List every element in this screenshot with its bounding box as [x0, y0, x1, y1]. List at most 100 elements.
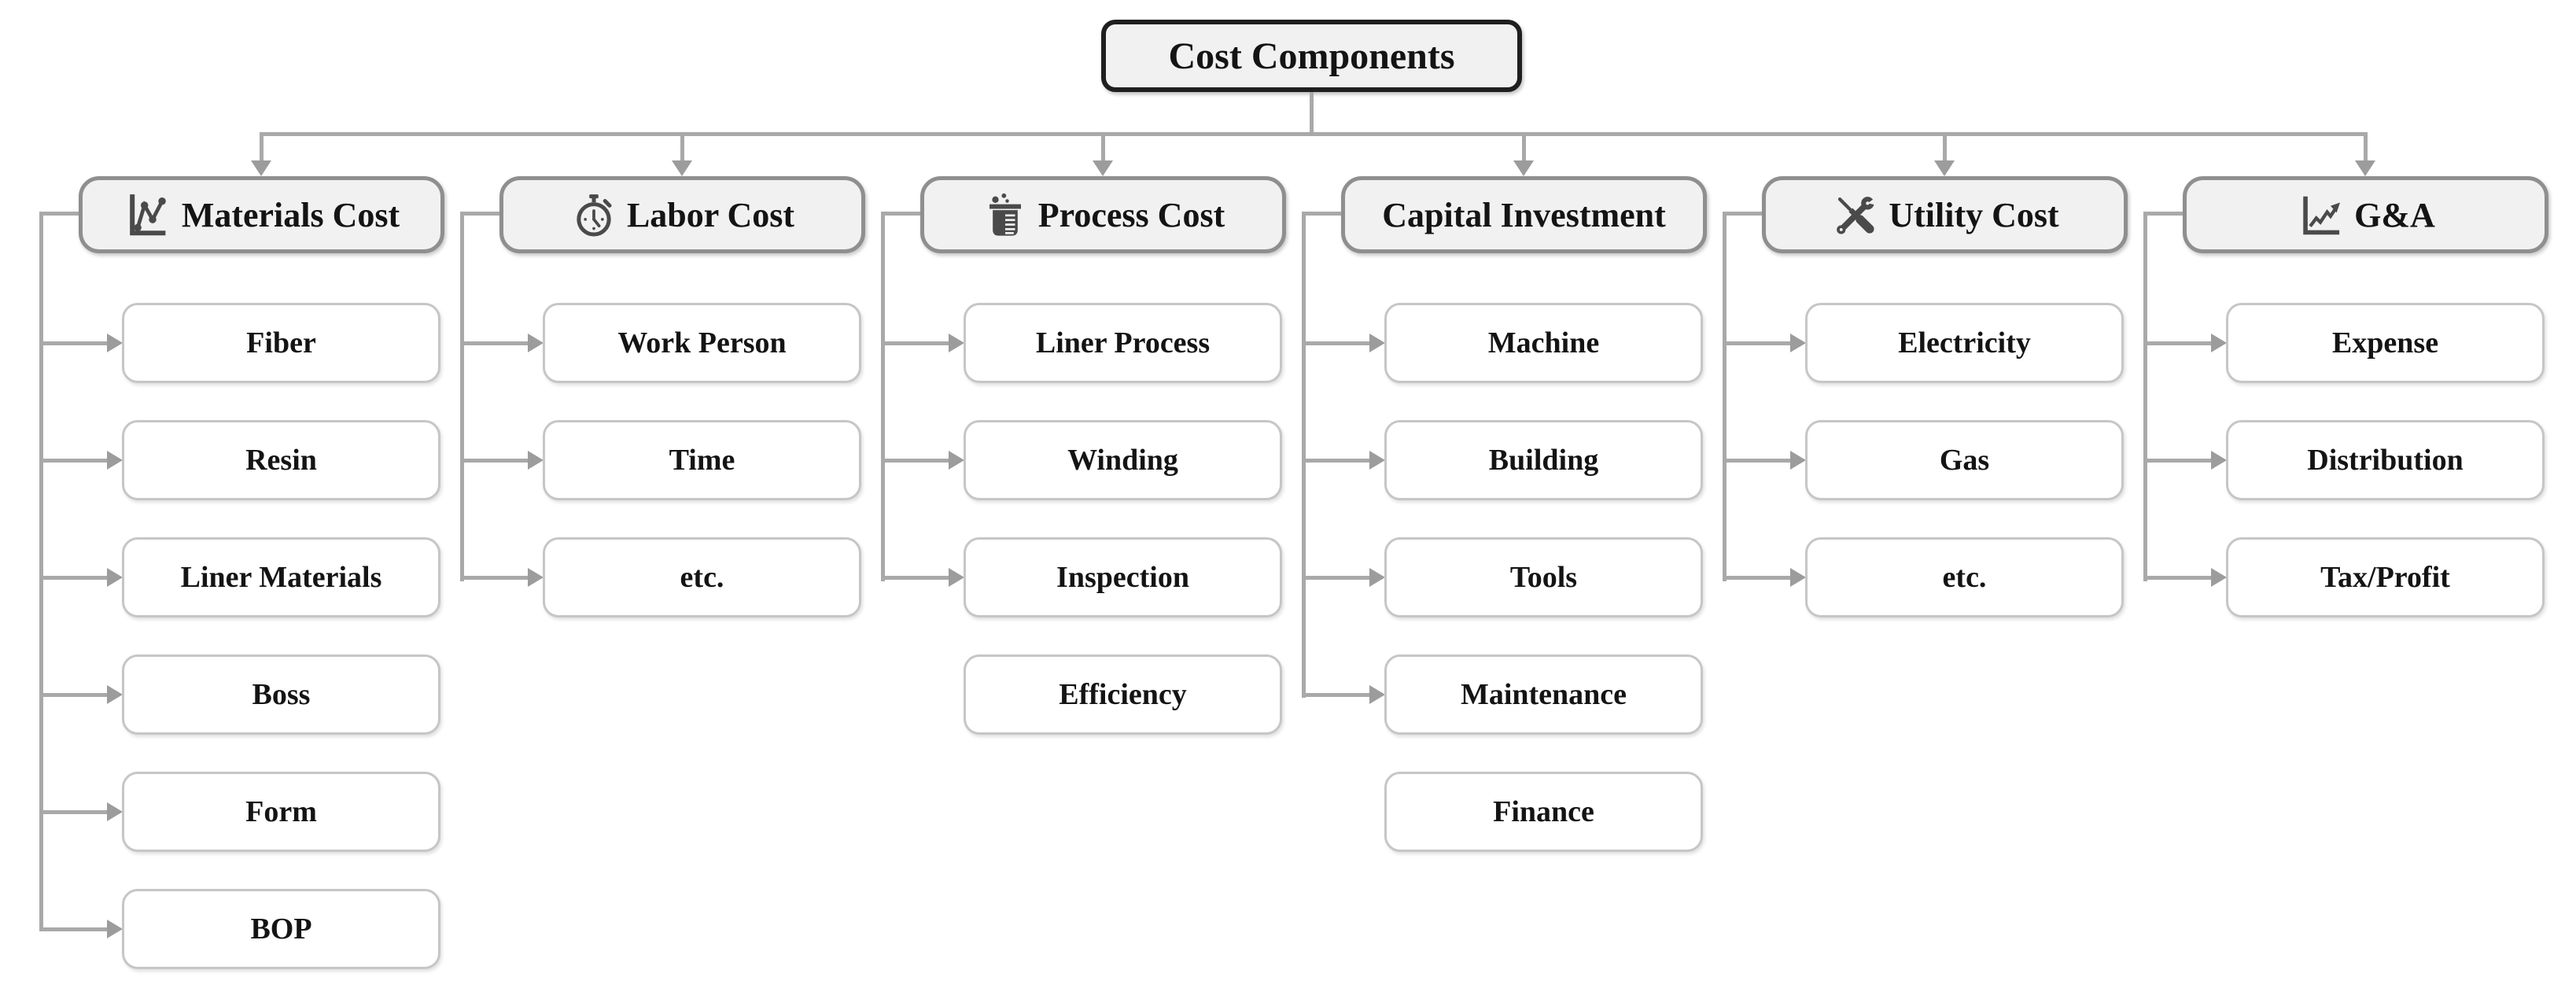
- child-connector: [881, 459, 949, 463]
- node-resin: Resin: [122, 420, 440, 500]
- node-finance: Finance: [1384, 772, 1703, 852]
- node-label: Tax/Profit: [2320, 561, 2450, 594]
- branch-utility-cost: Utility Cost Electricity Gas etc.: [1723, 0, 2128, 988]
- node-label: Inspection: [1056, 561, 1189, 594]
- node-label: Maintenance: [1460, 678, 1627, 711]
- right-arrowhead-icon: [2211, 451, 2227, 470]
- branch-title: Labor Cost: [626, 195, 795, 234]
- child-connector: [460, 341, 528, 345]
- node-tax-profit: Tax/Profit: [2226, 537, 2545, 618]
- drop-connector: [1943, 134, 1947, 162]
- node-label: Winding: [1067, 444, 1178, 477]
- child-connector: [460, 459, 528, 463]
- child-connector: [1723, 341, 1790, 345]
- node-time: Time: [543, 420, 861, 500]
- down-arrowhead-icon: [672, 160, 692, 176]
- right-arrowhead-icon: [949, 451, 964, 470]
- drop-connector: [680, 134, 684, 162]
- node-utility-etc: etc.: [1805, 537, 2124, 618]
- branch-ga: G&A Expense Distribution Tax/Profit: [2143, 0, 2548, 988]
- line-chart-icon: [129, 194, 166, 236]
- node-label: Building: [1488, 444, 1599, 477]
- right-arrowhead-icon: [1369, 451, 1385, 470]
- down-arrowhead-icon: [2355, 160, 2375, 176]
- right-arrowhead-icon: [107, 568, 123, 587]
- branch-header-process-cost: Process Cost: [920, 176, 1286, 253]
- right-arrowhead-icon: [107, 685, 123, 704]
- branch-header-capital-investment: Capital Investment: [1341, 176, 1707, 253]
- branch-header-utility-cost: Utility Cost: [1762, 176, 2128, 253]
- beaker-icon: [989, 193, 1021, 236]
- node-liner-process: Liner Process: [964, 303, 1282, 383]
- node-winding: Winding: [964, 420, 1282, 500]
- drop-connector: [1101, 134, 1105, 162]
- node-label: BOP: [250, 912, 312, 946]
- trunk-connector: [1302, 212, 1306, 698]
- child-connector: [2143, 341, 2211, 345]
- branch-materials-cost: Materials Cost Fiber Resin Liner Materia…: [39, 0, 444, 988]
- node-label: Expense: [2331, 326, 2439, 359]
- node-machine: Machine: [1384, 303, 1703, 383]
- node-label: Boss: [252, 678, 311, 711]
- node-label: Time: [669, 444, 735, 477]
- right-arrowhead-icon: [2211, 334, 2227, 352]
- root-title: Cost Components: [1168, 35, 1455, 77]
- node-inspection: Inspection: [964, 537, 1282, 618]
- node-distribution: Distribution: [2226, 420, 2545, 500]
- child-connector: [1302, 341, 1369, 345]
- trunk-stub-connector: [1723, 212, 1762, 216]
- trunk-stub-connector: [460, 212, 499, 216]
- trunk-connector: [460, 212, 464, 581]
- top-horizontal-connector: [260, 132, 2368, 136]
- branch-header-labor-cost: Labor Cost: [499, 176, 865, 253]
- node-label: Finance: [1493, 795, 1594, 828]
- branch-process-cost: Process Cost Liner Process Winding Inspe…: [881, 0, 1286, 988]
- node-label: etc.: [1942, 561, 1987, 594]
- right-arrowhead-icon: [107, 334, 123, 352]
- node-label: Liner Process: [1035, 326, 1211, 359]
- node-fiber: Fiber: [122, 303, 440, 383]
- down-arrowhead-icon: [1934, 160, 1955, 176]
- node-label: Electricity: [1898, 326, 2031, 359]
- trunk-stub-connector: [2143, 212, 2183, 216]
- branch-header-materials-cost: Materials Cost: [79, 176, 444, 253]
- node-liner-materials: Liner Materials: [122, 537, 440, 618]
- child-connector: [39, 576, 107, 580]
- right-arrowhead-icon: [949, 568, 964, 587]
- child-connector: [1302, 576, 1369, 580]
- node-maintenance: Maintenance: [1384, 654, 1703, 735]
- node-label: Gas: [1939, 444, 1990, 477]
- right-arrowhead-icon: [1790, 334, 1806, 352]
- down-arrowhead-icon: [1513, 160, 1534, 176]
- growth-chart-icon: [2303, 196, 2341, 235]
- right-arrowhead-icon: [528, 568, 544, 587]
- node-work-person: Work Person: [543, 303, 861, 383]
- child-connector: [1723, 576, 1790, 580]
- branch-capital-investment: Capital Investment Machine Building Tool…: [1302, 0, 1707, 988]
- node-gas: Gas: [1805, 420, 2124, 500]
- node-label: Form: [245, 795, 317, 828]
- child-connector: [39, 693, 107, 697]
- right-arrowhead-icon: [1790, 568, 1806, 587]
- root-stem-connector: [1310, 92, 1314, 134]
- trunk-connector: [1723, 212, 1727, 581]
- child-connector: [39, 810, 107, 814]
- right-arrowhead-icon: [1369, 685, 1385, 704]
- node-building: Building: [1384, 420, 1703, 500]
- right-arrowhead-icon: [1369, 568, 1385, 587]
- right-arrowhead-icon: [528, 451, 544, 470]
- branch-title: Process Cost: [1037, 195, 1225, 234]
- tools-icon: [1837, 197, 1878, 234]
- branch-header-ga: G&A: [2183, 176, 2548, 253]
- right-arrowhead-icon: [1790, 451, 1806, 470]
- branch-title: Capital Investment: [1382, 195, 1666, 234]
- trunk-stub-connector: [1302, 212, 1341, 216]
- node-label: Resin: [245, 444, 317, 477]
- node-label: Liner Materials: [180, 561, 382, 594]
- branch-title: G&A: [2354, 195, 2435, 234]
- child-connector: [39, 341, 107, 345]
- node-expense: Expense: [2226, 303, 2545, 383]
- trunk-stub-connector: [881, 212, 920, 216]
- child-connector: [881, 341, 949, 345]
